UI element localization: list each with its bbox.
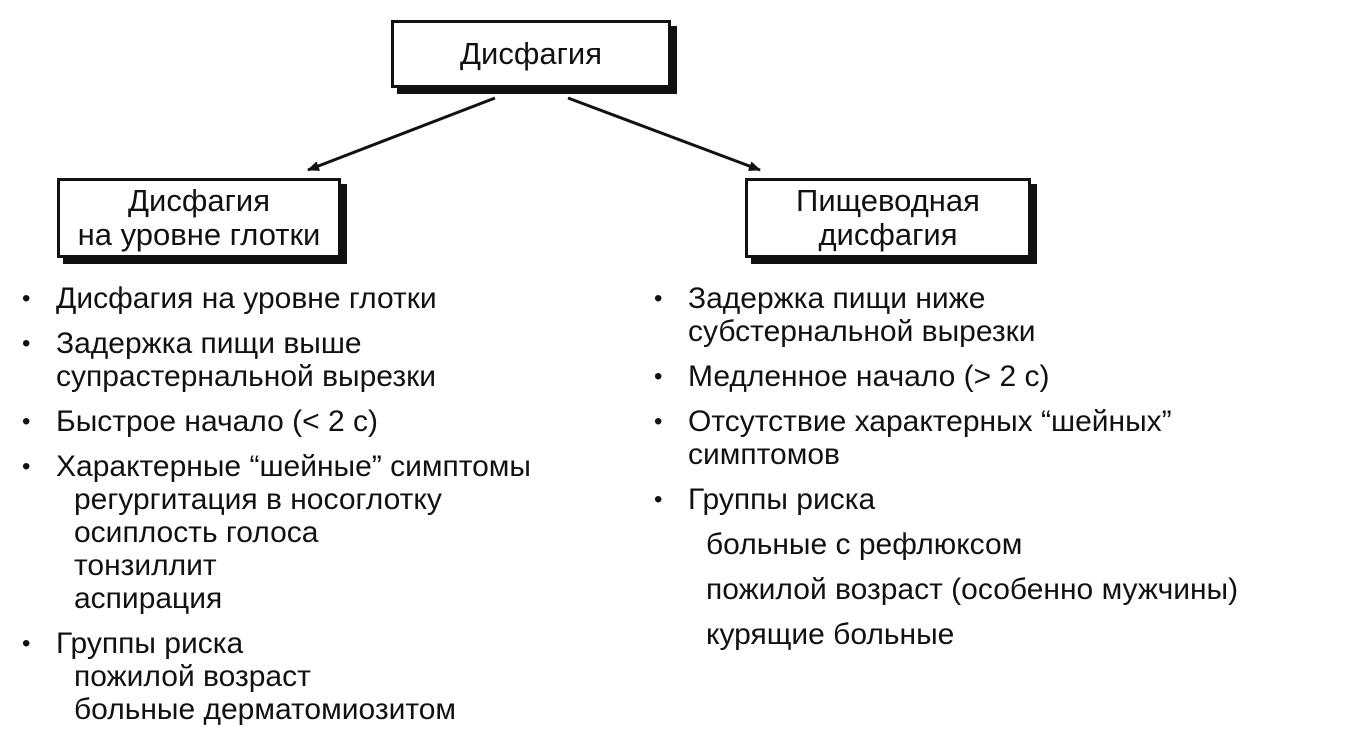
- right-sub-item: больные с рефлюксом: [706, 528, 1023, 561]
- bullet-dot-icon: •: [22, 330, 31, 357]
- right-bullet-text: Группы риска: [688, 483, 876, 516]
- right-bullet-text: симптомов: [688, 438, 840, 471]
- right-sub-item: пожилой возраст (особенно мужчины): [706, 573, 1239, 606]
- right-bullet-text: субстернальной вырезки: [688, 315, 1036, 348]
- bullet-dot-icon: •: [22, 453, 31, 480]
- left-bullet-text: Быстрое начало (< 2 с): [56, 405, 379, 438]
- left-node-title-line2: на уровне глотки: [77, 217, 321, 252]
- left-node-title-line1: Дисфагия: [128, 183, 270, 218]
- left-sub-item: пожилой возраст: [74, 660, 311, 693]
- left-bullet-text: Задержка пищи выше: [56, 327, 362, 360]
- right-sub-list: больные с рефлюксом пожилой возраст (особ…: [688, 528, 1350, 651]
- bullet-dot-icon: •: [654, 363, 663, 390]
- left-bullet-list: • Дисфагия на уровне глотки • Задержка пищи…: [18, 282, 618, 738]
- right-bullet-text: Задержка пищи ниже: [688, 282, 986, 315]
- left-bullet-text: Группы риска: [56, 627, 244, 660]
- left-bullet-item: • Быстрое начало (< 2 с): [18, 405, 618, 438]
- arrow-to-right-box: [567, 96, 761, 172]
- bullet-dot-icon: •: [654, 486, 663, 513]
- arrow-to-left-box: [307, 96, 496, 172]
- right-bullet-item: • Отсутствие характерных “шейных”симптомо…: [650, 405, 1350, 471]
- right-bullet-item: • Медленное начало (> 2 с): [650, 360, 1350, 393]
- right-node-title-line2: дисфагия: [818, 217, 958, 252]
- bullet-dot-icon: •: [654, 285, 663, 312]
- left-sub-item: аспирация: [74, 582, 223, 615]
- left-sub-item: осиплость голоса: [74, 516, 319, 549]
- right-node-title-line1: Пищеводная: [796, 183, 980, 218]
- left-sub-item: регургитация в носоглотку: [74, 483, 442, 516]
- bullet-dot-icon: •: [22, 630, 31, 657]
- bullet-dot-icon: •: [654, 408, 663, 435]
- root-node-box: Дисфагия: [391, 20, 671, 88]
- bullet-dot-icon: •: [22, 408, 31, 435]
- left-bullet-text: супрастернальной вырезки: [56, 360, 436, 393]
- esophageal-dysphagia-box: Пищеводная дисфагия: [745, 178, 1031, 258]
- left-bullet-text: Характерные “шейные” симптомы: [56, 450, 531, 483]
- root-node-title: Дисфагия: [460, 36, 602, 71]
- left-bullet-item: • Дисфагия на уровне глотки: [18, 282, 618, 315]
- left-sub-item: тонзиллит: [74, 549, 217, 582]
- bullet-dot-icon: •: [22, 285, 31, 312]
- right-bullet-item: • Группы риска больные с рефлюксом пожилой …: [650, 483, 1350, 651]
- left-sub-item: больные дерматомиозитом: [74, 693, 457, 726]
- right-bullet-text: Медленное начало (> 2 с): [688, 360, 1050, 393]
- right-sub-item: курящие больные: [706, 618, 955, 651]
- left-bullet-text: Дисфагия на уровне глотки: [56, 282, 437, 315]
- right-bullet-text: Отсутствие характерных “шейных”: [688, 405, 1172, 438]
- pharyngeal-dysphagia-box: Дисфагия на уровне глотки: [57, 178, 341, 258]
